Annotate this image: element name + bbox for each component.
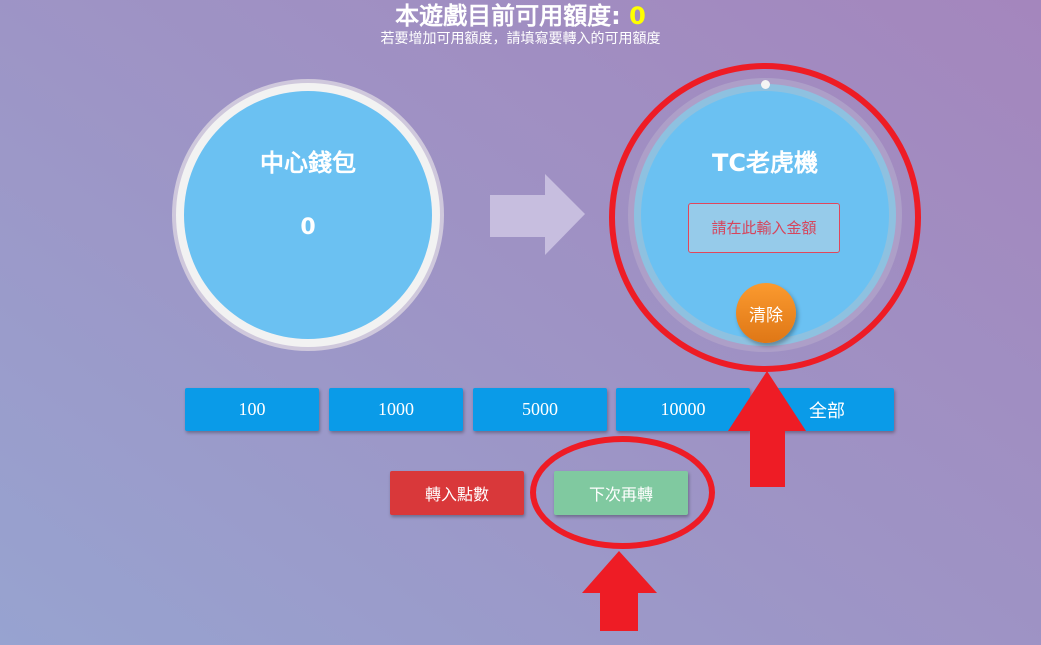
annotation-circle-next [530, 436, 715, 549]
source-wallet-balance: 0 [300, 215, 316, 240]
source-wallet-name: 中心錢包 [260, 149, 356, 177]
amount-1000-button[interactable]: 1000 [329, 388, 463, 431]
page-title: 本遊戲目前可用額度: 0 [0, 0, 1041, 31]
subtitle: 若要增加可用額度，請填寫要轉入的可用額度 [380, 31, 661, 47]
amount-5000-button[interactable]: 5000 [473, 388, 607, 431]
amount-10000-button[interactable]: 10000 [616, 388, 750, 431]
annotation-arrow-up-icon [582, 551, 657, 631]
source-wallet: 中心錢包 0 [184, 91, 432, 339]
amount-100-button[interactable]: 100 [185, 388, 319, 431]
title-text: 本遊戲目前可用額度: [395, 2, 621, 30]
annotation-arrow-up-icon [728, 371, 806, 487]
annotation-circle-wallet [609, 63, 921, 372]
available-amount: 0 [629, 2, 646, 30]
arrow-right-icon [490, 174, 585, 255]
transfer-button[interactable]: 轉入點數 [390, 471, 524, 515]
